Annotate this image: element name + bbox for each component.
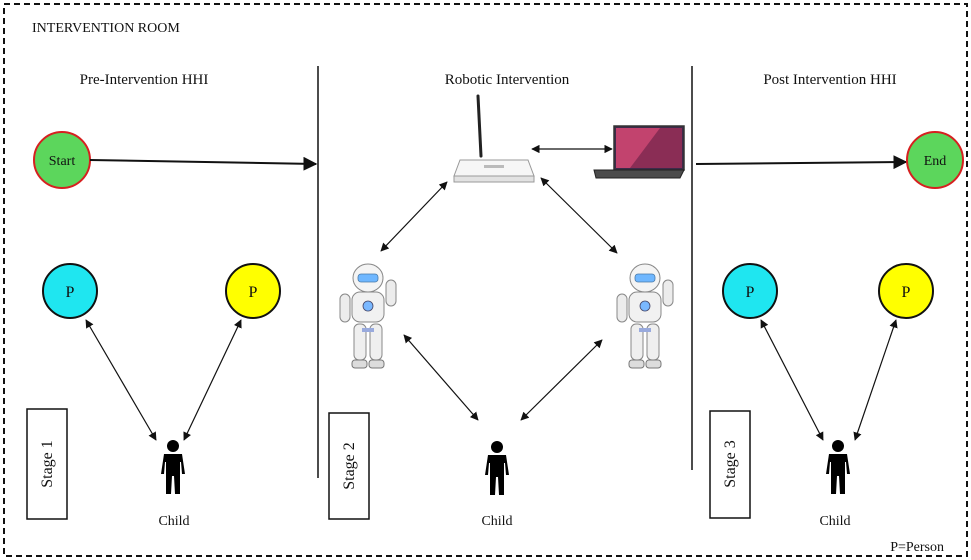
child-icon (161, 440, 185, 494)
person-node-yellow-1 (225, 263, 281, 319)
start-arrow (89, 156, 318, 171)
child-label-3: Child (819, 514, 850, 529)
arrow-p4-child3 (853, 319, 898, 441)
person-node-yellow-2 (878, 263, 934, 319)
stage-box-2 (328, 412, 370, 520)
router-icon (453, 94, 535, 183)
laptop-icon (593, 125, 685, 179)
end-node (906, 131, 964, 189)
stage-box-1 (26, 408, 68, 520)
stage-label-1: Stage 1 (39, 440, 56, 488)
arrow-p1-child1 (85, 319, 157, 441)
robot-icon (616, 263, 674, 369)
person-node-cyan-1 (42, 263, 98, 319)
arrow-p2-child1 (183, 319, 242, 441)
end-label: End (924, 154, 947, 169)
child-label-1: Child (158, 514, 189, 529)
room-title: INTERVENTION ROOM (32, 21, 180, 36)
person-node-cyan-2 (722, 263, 778, 319)
child-icon (826, 440, 850, 494)
section-title-post: Post Intervention HHI (763, 72, 896, 88)
person-label-3: P (746, 284, 755, 301)
robot-icon (339, 263, 397, 369)
room-border (3, 3, 968, 557)
arrow-robot-left-child (403, 334, 479, 421)
stage-label-2: Stage 2 (341, 442, 358, 490)
section-title-robotic: Robotic Intervention (445, 72, 570, 88)
arrow-robot-right-child (520, 339, 603, 421)
start-label: Start (49, 154, 76, 169)
person-label-1: P (66, 284, 75, 301)
child-label-2: Child (481, 514, 512, 529)
stage-box-3 (709, 410, 751, 519)
legend-person: P=Person (890, 540, 944, 555)
arrow-router-robot-right (540, 177, 618, 254)
end-arrow (695, 155, 908, 170)
section-title-pre: Pre-Intervention HHI (80, 72, 209, 88)
arrow-router-robot-left (380, 181, 448, 252)
stage-label-3: Stage 3 (722, 440, 739, 488)
person-label-2: P (249, 284, 258, 301)
arrow-p3-child3 (760, 319, 824, 441)
child-icon (485, 441, 509, 495)
person-label-4: P (902, 284, 911, 301)
